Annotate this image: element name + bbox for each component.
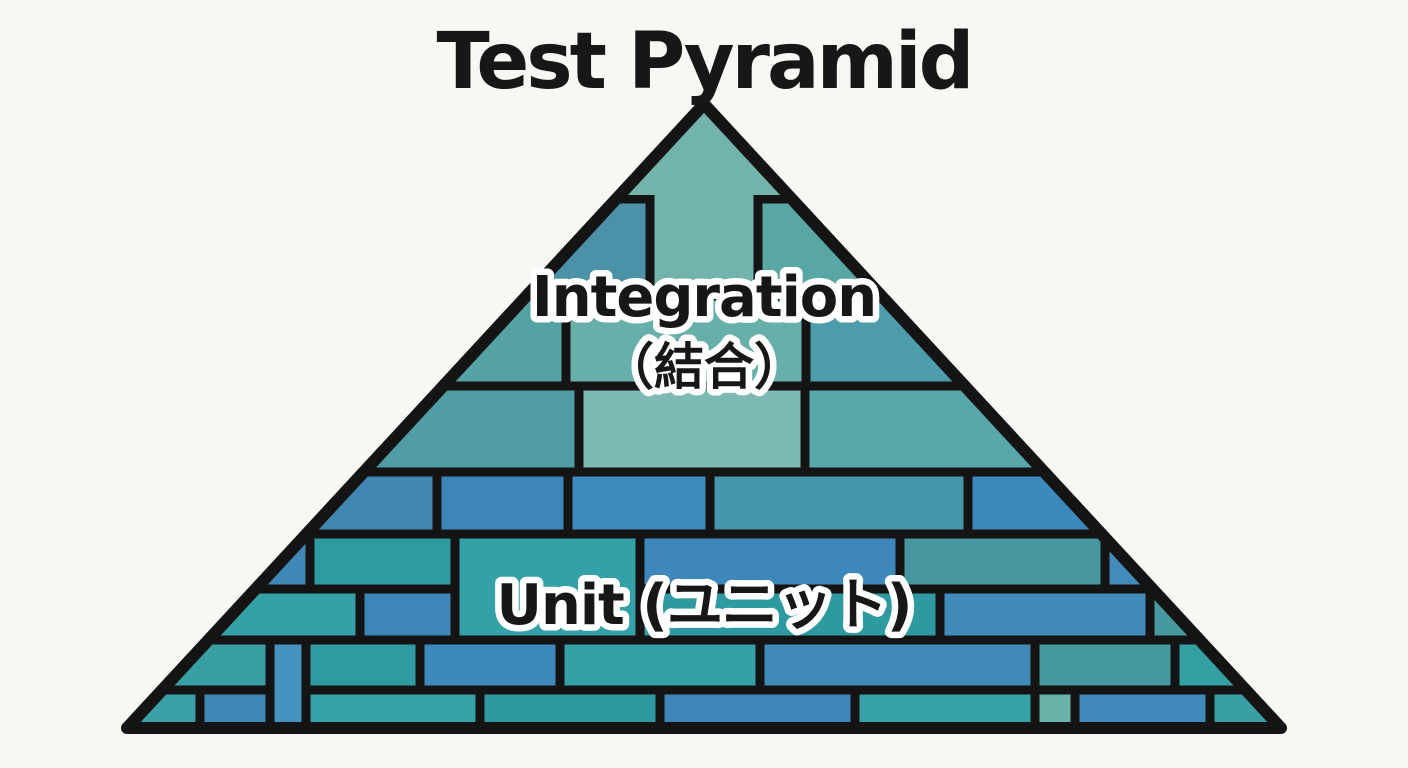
brick	[904, 538, 1101, 585]
brick	[441, 476, 564, 530]
integration-level-label: Integration	[532, 265, 876, 330]
brick	[764, 644, 1031, 686]
brick	[310, 644, 416, 686]
brick	[1039, 644, 1171, 686]
brick	[314, 538, 451, 585]
brick	[459, 538, 636, 636]
pyramid-outline	[121, 98, 1287, 734]
brick	[364, 593, 451, 636]
unit-level-label: Unit (ユニット)	[497, 573, 912, 638]
brick	[274, 644, 302, 728]
page-title: Test Pyramid	[436, 17, 971, 107]
brick	[570, 300, 802, 382]
brick	[564, 644, 756, 686]
brick	[424, 644, 556, 686]
integration-level-label-ja: （結合）	[604, 338, 804, 396]
brick	[644, 593, 936, 636]
brick	[944, 593, 1146, 636]
brick	[583, 390, 801, 468]
brick	[572, 476, 706, 530]
brick	[714, 476, 964, 530]
brick	[644, 538, 896, 585]
